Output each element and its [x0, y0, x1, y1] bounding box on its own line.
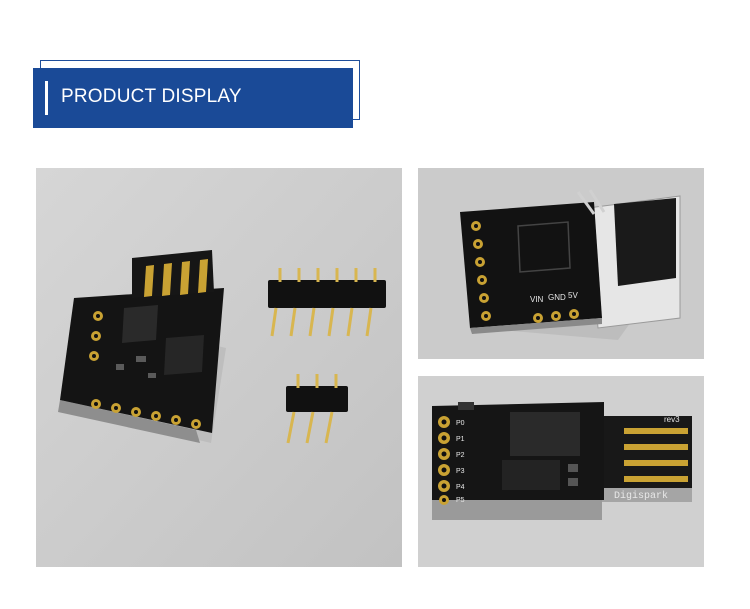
banner-accent-bar: [45, 81, 48, 115]
vin-label: VIN: [530, 295, 544, 304]
product-photo-main: [36, 168, 402, 567]
pin-label-p3: P3: [456, 468, 465, 475]
product-photo-back: VIN GND 5V: [418, 168, 704, 359]
board-side-image: rev3 Digispark P0 P1 P2 P3 P4 P5: [418, 376, 704, 567]
section-title: PRODUCT DISPLAY: [61, 86, 242, 107]
gnd-label: GND: [548, 293, 566, 302]
v5-label: 5V: [568, 291, 578, 300]
brand-label: Digispark: [614, 490, 668, 502]
pin-label-p1: P1: [456, 436, 465, 443]
board-front-image: [36, 168, 402, 567]
pin-label-p2: P2: [456, 452, 465, 459]
pin-label-p0: P0: [456, 420, 465, 427]
section-banner: PRODUCT DISPLAY: [33, 68, 353, 128]
pin-label-p5: P5: [456, 497, 465, 504]
rev-label: rev3: [664, 415, 680, 424]
board-back-image: VIN GND 5V: [418, 168, 704, 359]
pin-label-p4: P4: [456, 484, 465, 491]
product-photo-side: rev3 Digispark P0 P1 P2 P3 P4 P5: [418, 376, 704, 567]
